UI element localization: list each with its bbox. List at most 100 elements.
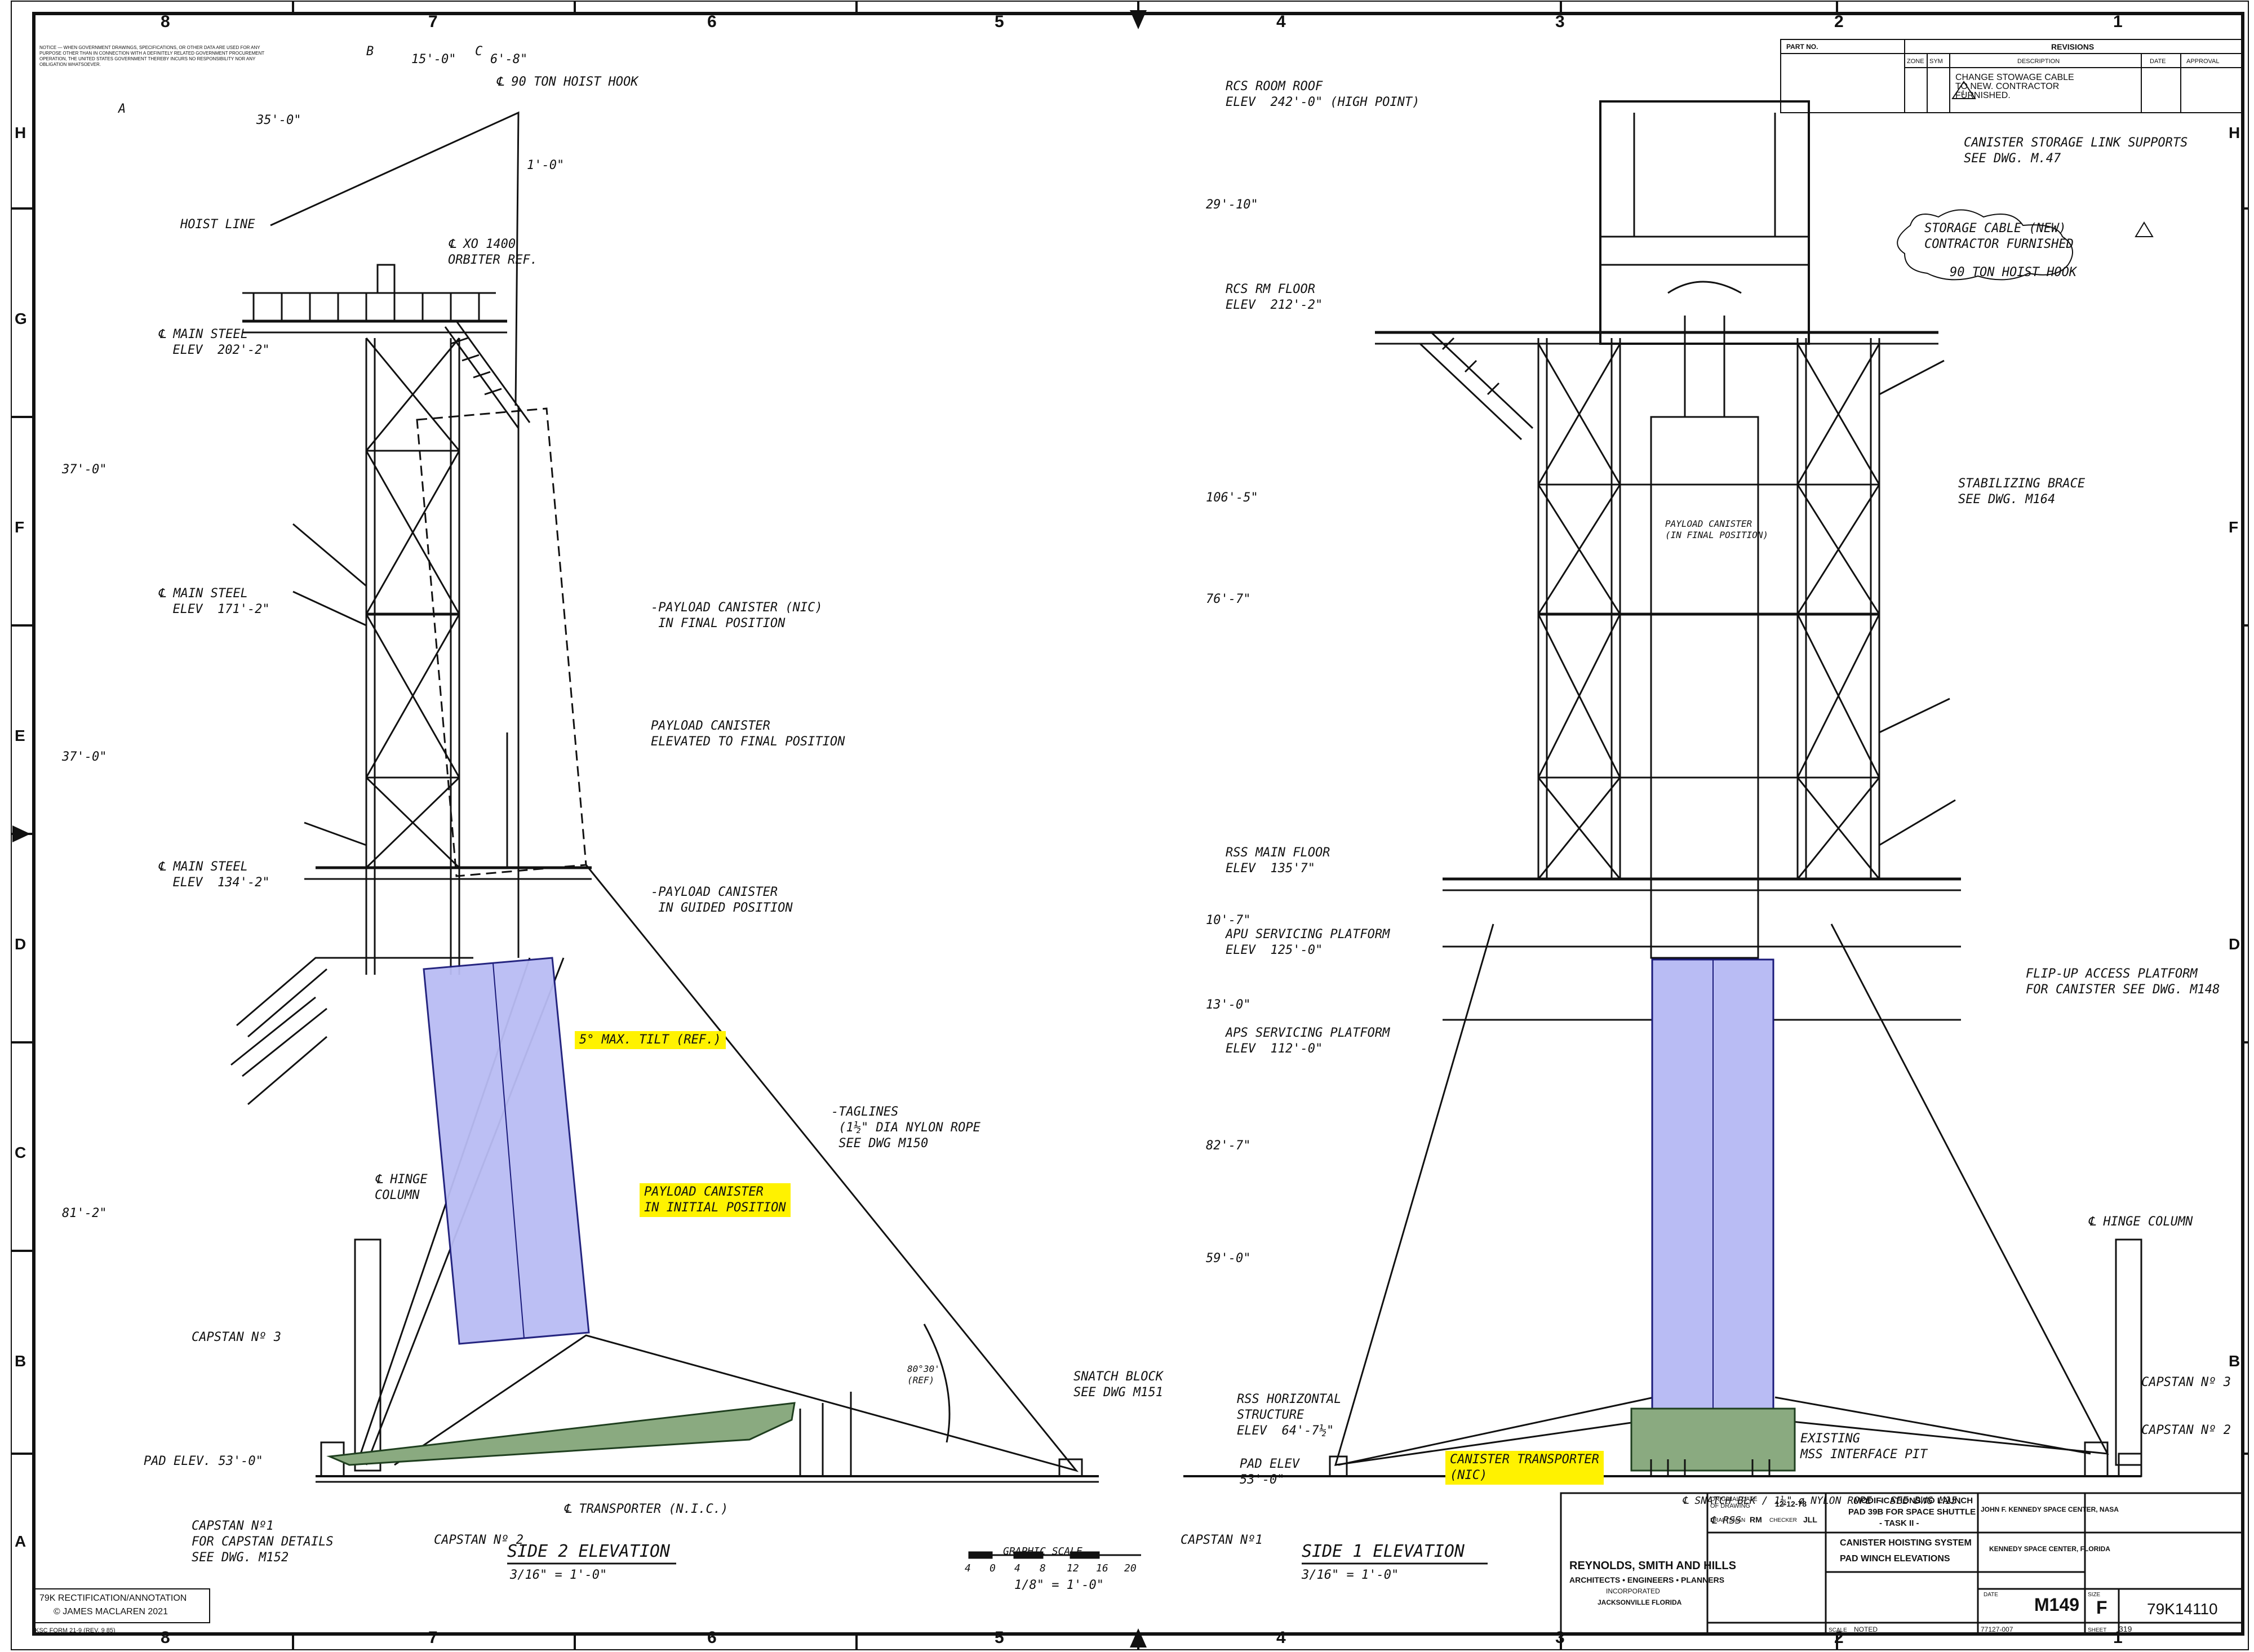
graphic-scale-tick-4: 12 (1067, 1562, 1079, 1574)
col-label-5-bottom: 5 (995, 1628, 1004, 1647)
side1-flip-up-platform: FLIP-UP ACCESS PLATFORM FOR CANISTER SEE… (2026, 967, 2220, 997)
side2-snatch-block-label: SNATCH BLOCK SEE DWG M151 (1073, 1370, 1163, 1400)
date-label: DATE (1984, 1592, 1998, 1598)
side1-dim-29ft: 29'-10" (1206, 198, 1258, 212)
col-label-6-bottom: 6 (707, 1628, 717, 1647)
row-label-a: A (15, 1533, 26, 1550)
center-arrow-top (1130, 10, 1147, 29)
government-notice: NOTICE — WHEN GOVERNMENT DRAWINGS, SPECI… (39, 45, 265, 67)
agency-name: JOHN F. KENNEDY SPACE CENTER, NASA (1981, 1506, 2119, 1513)
side2-elevation (230, 111, 1099, 1483)
row-label-e: E (15, 727, 25, 744)
side1-scale: 3/16" = 1'-0" (1302, 1568, 1399, 1582)
side1-dim-10ft: 10'-7" (1206, 913, 1251, 927)
side2-dim-35ft: 35'-0" (256, 113, 301, 127)
project-line2: PAD 39B FOR SPACE SHUTTLE (1848, 1507, 1976, 1517)
credit-line1: 79K RECTIFICATION/ANNOTATION (39, 1593, 187, 1603)
drawing-number: 79K14110 (2147, 1600, 2218, 1618)
side1-transporter-highlight: CANISTER TRANSPORTER (NIC) (1445, 1451, 1604, 1485)
project-line1: MODIFICATIONS TO LAUNCH (1854, 1496, 1973, 1506)
side2-transporter (326, 1402, 796, 1466)
side2-transporter-label: ℄ TRANSPORTER (N.I.C.) (564, 1502, 729, 1516)
revisions-row-sym: 1 (1962, 90, 1965, 96)
center-arrow-bottom (1130, 1628, 1147, 1647)
side2-orbiter-ref: ℄ XO 1400 ORBITER REF. (448, 237, 538, 267)
firm-subtitle: ARCHITECTS • ENGINEERS • PLANNERS (1569, 1575, 1725, 1584)
side2-main-steel-202: ℄ MAIN STEEL ELEV 202'-2" (158, 327, 270, 357)
graphic-scale-tick-3: 8 (1040, 1562, 1046, 1574)
sheet-number: 319 (2119, 1624, 2132, 1633)
side2-capstan1-label: CAPSTAN Nº1 FOR CAPSTAN DETAILS SEE DWG.… (192, 1519, 334, 1565)
scale-value: NOTED (1854, 1626, 1878, 1633)
col-label-4: 4 (1276, 12, 1286, 31)
side1-rss-main-floor: RSS MAIN FLOOR ELEV 135'7" (1226, 846, 1330, 876)
side1-link-supports-label: CANISTER STORAGE LINK SUPPORTS SEE DWG. … (1964, 136, 2188, 166)
row-label-c: C (15, 1144, 26, 1161)
side2-main-steel-171: ℄ MAIN STEEL ELEV 171'-2" (158, 587, 270, 616)
revisions-col-zone: ZONE (1907, 58, 1924, 65)
side1-dim-82ft: 82'-7" (1206, 1139, 1251, 1153)
side2-scale: 3/16" = 1'-0" (510, 1568, 607, 1582)
scale-label: SCALE (1829, 1627, 1847, 1633)
system-title1: CANISTER HOISTING SYSTEM (1840, 1538, 1972, 1548)
col-label-1-bottom: 1 (2113, 1628, 2123, 1647)
row-label-f: F (15, 518, 25, 536)
side2-dim-15ft: 15'-0" (411, 52, 456, 66)
row-label-d-right: D (2229, 935, 2240, 953)
side2-canister-initial (423, 957, 590, 1345)
side2-canister-seam (492, 963, 525, 1339)
col-label-2: 2 (1834, 12, 1844, 31)
title-block-frame (1560, 1492, 2244, 1635)
side1-hinge-column: ℄ HINGE COLUMN (2088, 1215, 2193, 1229)
orig-date-label: ORIGINAL DATE OF DRAWING (1710, 1496, 1758, 1509)
date-value: 77127-007 (1981, 1626, 2013, 1633)
col-label-1: 1 (2113, 12, 2123, 31)
side2-dim-1ft: 1'-0" (527, 158, 565, 172)
row-label-b-right: B (2229, 1352, 2240, 1370)
side1-transporter (1630, 1407, 1796, 1472)
side1-dim-106ft: 106'-5" (1206, 491, 1258, 505)
col-label-5: 5 (995, 12, 1004, 31)
side1-snatch-note: ℄ SNATCH BLK / 1½" ø NYLON ROPE - SEE DW… (1682, 1495, 1964, 1507)
side2-hinge-column-label: ℄ HINGE COLUMN (375, 1173, 428, 1202)
checker-label: CHECKER (1769, 1517, 1797, 1524)
col-label-7-bottom: 7 (428, 1628, 438, 1647)
side2-title: SIDE 2 ELEVATION (507, 1542, 670, 1561)
side1-capstan1-label: CAPSTAN Nº1 (1181, 1533, 1263, 1547)
revisions-part-no: PART NO. (1786, 43, 1818, 51)
side2-max-tilt-highlight: 5° MAX. TILT (REF.) (575, 1031, 726, 1049)
side1-apu-platform: APU SERVICING PLATFORM ELEV 125'-0" (1226, 927, 1390, 957)
size-label: SIZE (2088, 1592, 2101, 1598)
side2-canister-elevated-label: PAYLOAD CANISTER ELEVATED TO FINAL POSIT… (651, 719, 845, 749)
col-label-8: 8 (161, 12, 170, 31)
side1-hoist-hook-label: 90 TON HOIST HOOK (1950, 265, 2077, 279)
revisions-frame (1780, 39, 2243, 113)
revisions-col-date: DATE (2150, 58, 2166, 65)
graphic-scale-tick-0: 4 (965, 1562, 971, 1574)
grid-bubble-b: B (366, 45, 374, 59)
side1-interface-pit: EXISTING MSS INTERFACE PIT (1800, 1432, 1928, 1462)
col-label-3: 3 (1555, 12, 1565, 31)
side1-dim-59ft: 59'-0" (1206, 1251, 1251, 1265)
project-line3: - TASK II - (1879, 1518, 1919, 1528)
firm-name: REYNOLDS, SMITH AND HILLS (1569, 1560, 1736, 1572)
checker: JLL (1803, 1515, 1817, 1524)
revisions-row-desc: CHANGE STOWAGE CABLE TO NEW. CONTRACTOR … (1955, 73, 2074, 100)
col-label-6: 6 (707, 12, 717, 31)
center-arrow-left (12, 825, 30, 842)
side1-storage-cable-label: STORAGE CABLE (NEW) CONTRACTOR FURNISHED (1924, 221, 2074, 251)
grid-bubble-a: A (118, 102, 126, 116)
side1-dim-13ft: 13'-0" (1206, 998, 1251, 1012)
system-title2: PAD WINCH ELEVATIONS (1840, 1554, 1950, 1564)
sheet-id: M149 (2034, 1595, 2080, 1615)
side1-rcs-floor-label: RCS RM FLOOR ELEV 212'-2" (1226, 282, 1323, 312)
side2-angle-ref: 80°30' (REF) (907, 1364, 940, 1385)
revisions-col-sym: SYM (1929, 58, 1943, 65)
graphic-scale-tick-5: 16 (1096, 1562, 1108, 1574)
side1-rcs-roof-label: RCS ROOM ROOF ELEV 242'-0" (HIGH POINT) (1226, 79, 1420, 109)
side2-taglines-label: -TAGLINES (1½" DIA NYLON ROPE SEE DWG M1… (831, 1105, 980, 1151)
drawn-label: DRAFTSMAN (1710, 1517, 1746, 1524)
graphic-scale-bar (968, 1551, 1141, 1559)
side2-capstan2-label: CAPSTAN Nº 2 (434, 1533, 523, 1547)
col-label-7: 7 (428, 12, 438, 31)
